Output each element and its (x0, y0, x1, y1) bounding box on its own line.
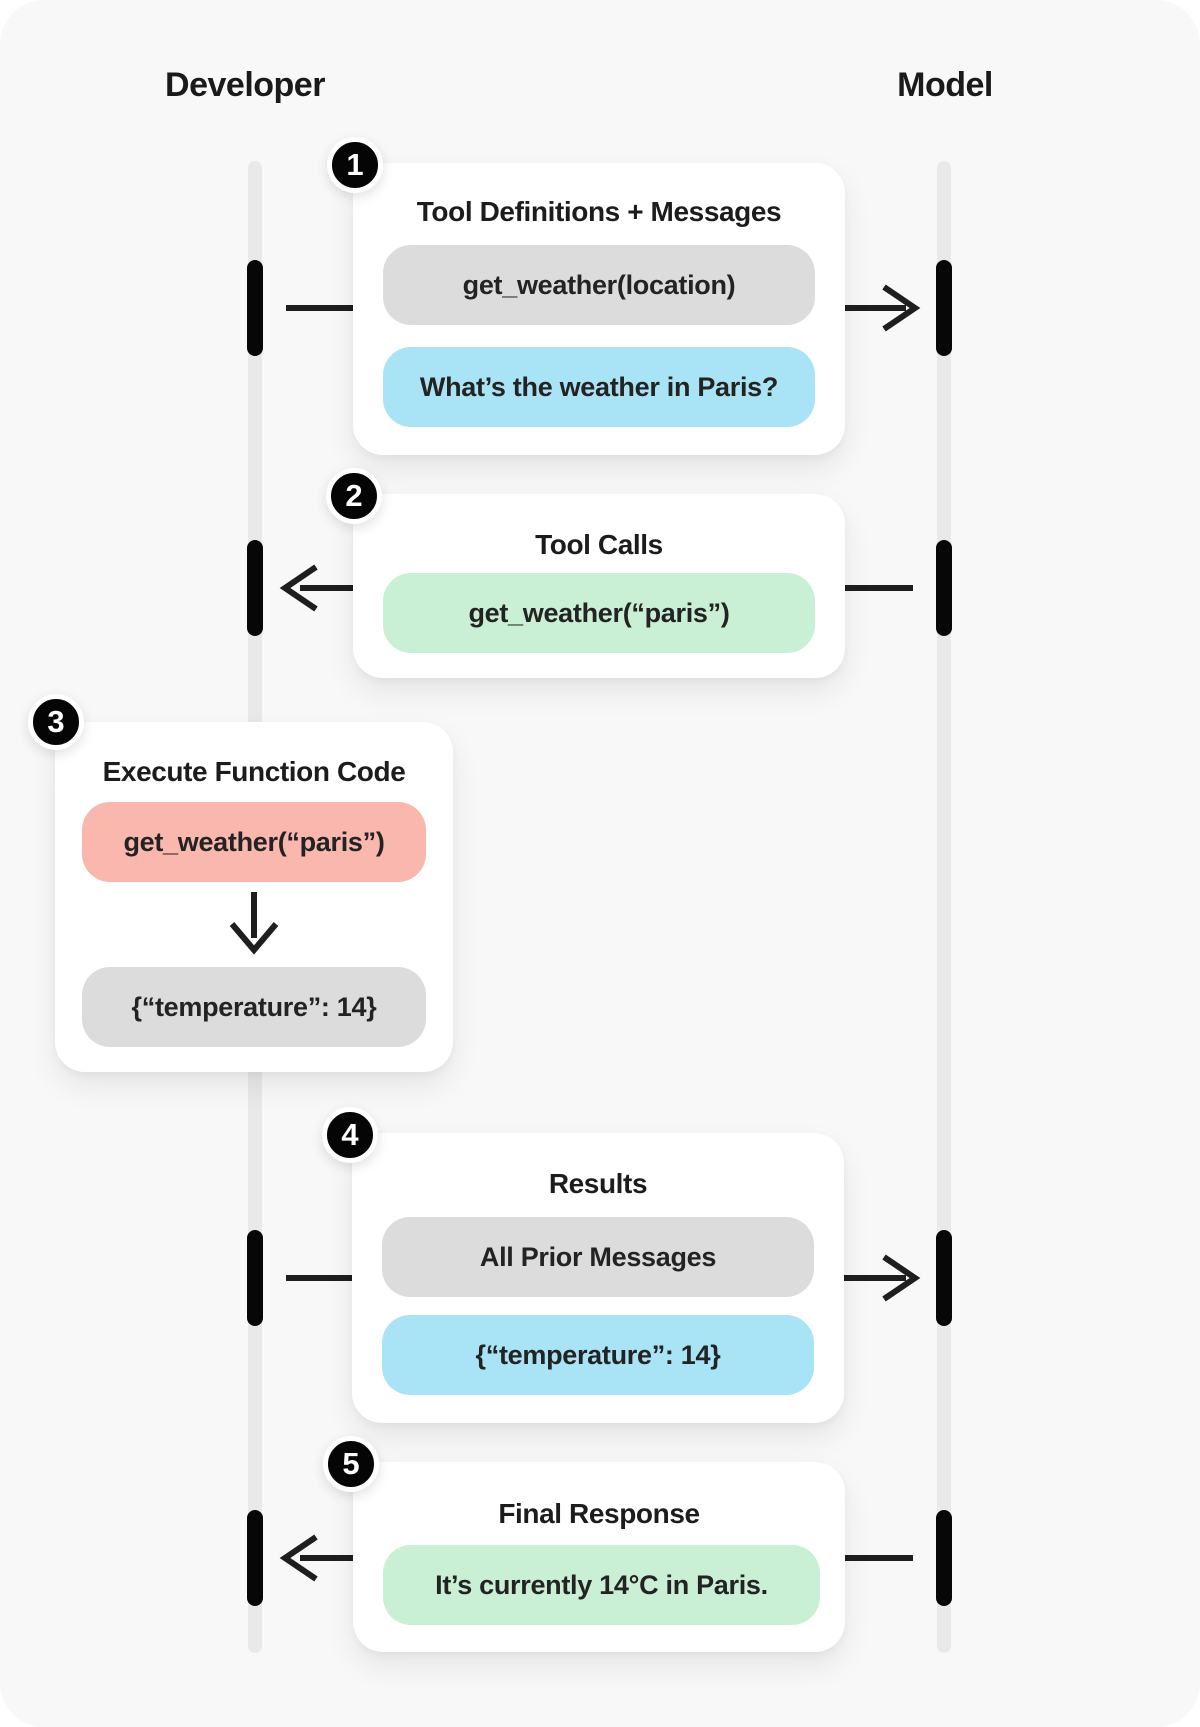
step-title: Final Response (498, 1498, 700, 1529)
activation-bar-developer-step2 (247, 540, 263, 636)
pill-function-result: {“temperature”: 14} (82, 967, 426, 1047)
step-badge-3: 3 (28, 694, 84, 750)
step-card-3: Execute Function Code get_weather(“paris… (55, 722, 453, 1072)
activation-bar-model-step1 (936, 260, 952, 356)
activation-bar-model-step2 (936, 540, 952, 636)
pill-final-answer: It’s currently 14°C in Paris. (383, 1545, 820, 1625)
step-badge-5: 5 (323, 1436, 379, 1492)
pill-tool-definition: get_weather(location) (383, 245, 815, 325)
activation-bar-model-step5 (936, 1510, 952, 1606)
step-badge-4: 4 (322, 1107, 378, 1163)
pill-function-call: get_weather(“paris”) (82, 802, 426, 882)
step-badge-1: 1 (327, 137, 383, 193)
activation-bar-developer-step4 (247, 1230, 263, 1326)
activation-bar-developer-step1 (247, 260, 263, 356)
pill-prior-messages: All Prior Messages (382, 1217, 814, 1297)
step-card-4: Results All Prior Messages {“temperature… (352, 1133, 844, 1423)
step-title: Execute Function Code (102, 756, 406, 787)
step-title: Tool Calls (535, 529, 663, 560)
arrow-down-icon (229, 892, 279, 955)
step-card-5: Final Response It’s currently 14°C in Pa… (353, 1462, 845, 1652)
step-title: Results (548, 1168, 648, 1199)
step-badge-2: 2 (326, 468, 382, 524)
pill-tool-call: get_weather(“paris”) (383, 573, 815, 653)
pill-user-message: What’s the weather in Paris? (383, 347, 815, 427)
step-card-1: Tool Definitions + Messages get_weather(… (353, 163, 845, 455)
step-card-2: Tool Calls get_weather(“paris”) (353, 494, 845, 678)
actor-label-developer: Developer (165, 66, 325, 104)
activation-bar-developer-step5 (247, 1510, 263, 1606)
step-title: Tool Definitions + Messages (416, 196, 782, 227)
pill-tool-result: {“temperature”: 14} (382, 1315, 814, 1395)
actor-label-model: Model (897, 66, 993, 104)
activation-bar-model-step4 (936, 1230, 952, 1326)
